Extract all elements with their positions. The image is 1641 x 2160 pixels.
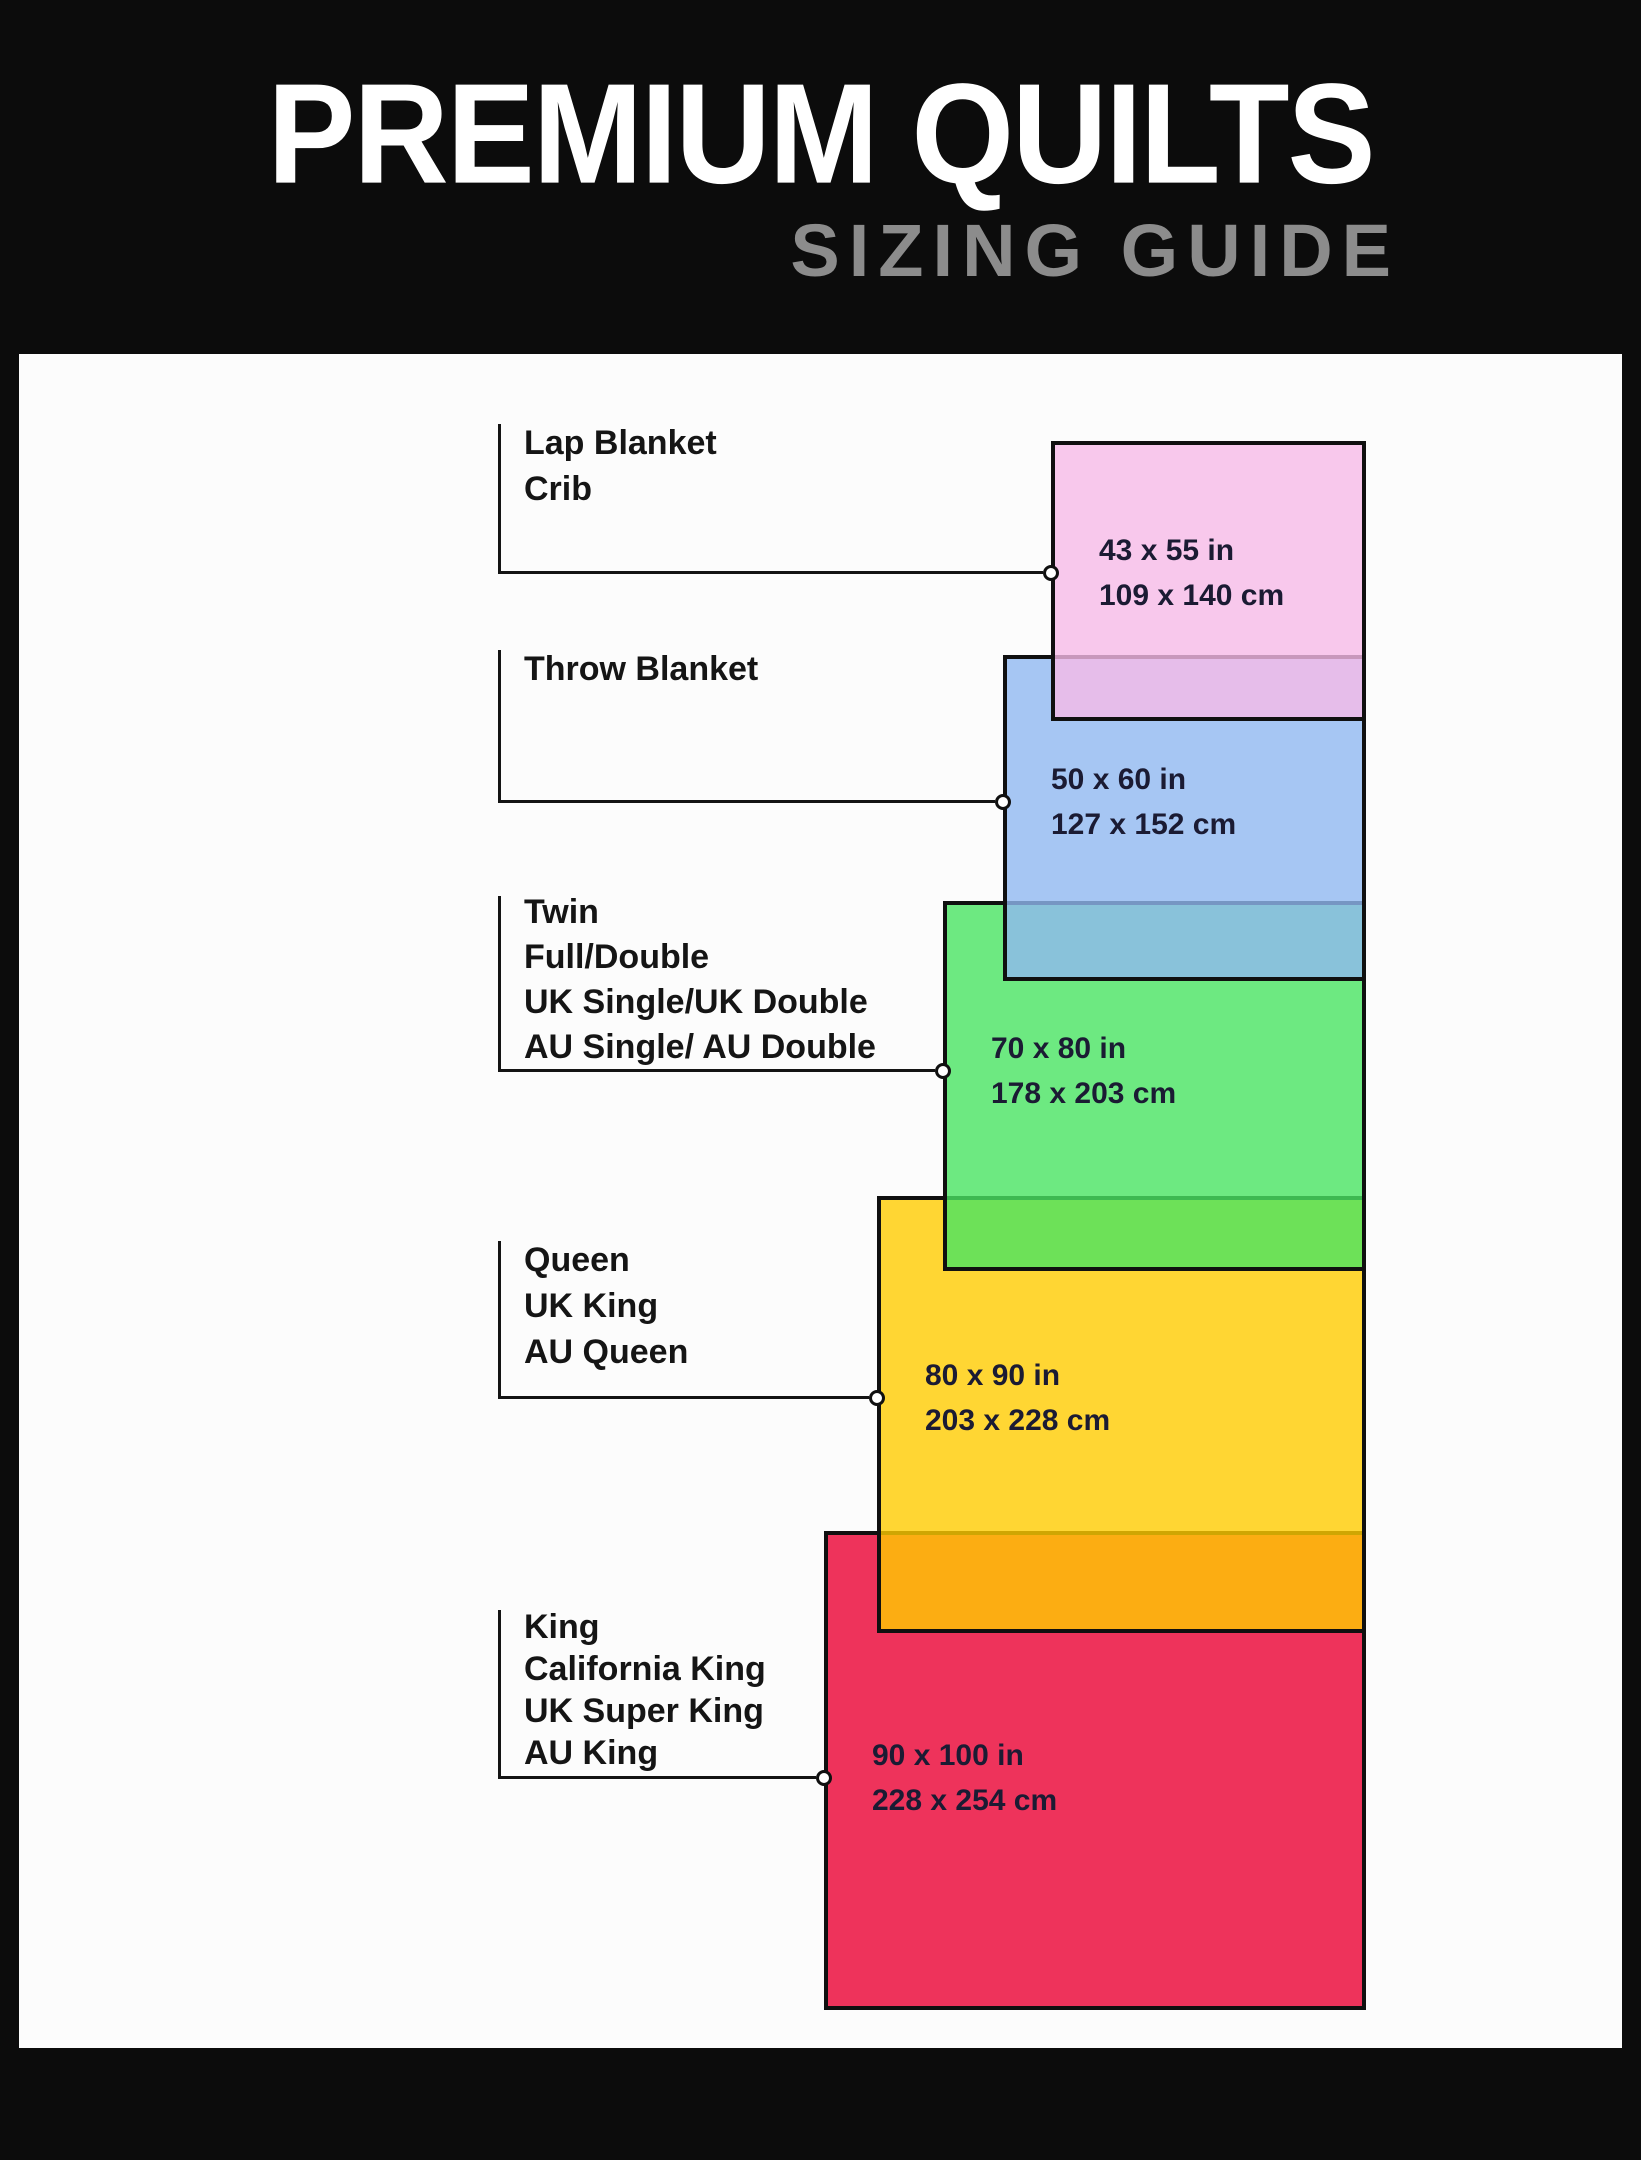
size-rect-lap-blanket: [1051, 441, 1366, 721]
marker-dot-king: [816, 1770, 832, 1786]
label-twin: Twin Full/Double UK Single/UK Double AU …: [524, 890, 876, 1070]
marker-dot-queen: [869, 1390, 885, 1406]
size-inches: 50 x 60 in: [1051, 763, 1187, 796]
page-subtitle: SIZING GUIDE: [790, 209, 1400, 292]
size-inches: 80 x 90 in: [925, 1359, 1061, 1392]
label-line: AU Queen: [524, 1333, 689, 1371]
size-text-throw-blanket: 50 x 60 in 127 x 152 cm: [1051, 757, 1236, 847]
size-text-twin: 70 x 80 in 178 x 203 cm: [991, 1026, 1176, 1116]
content-panel: [19, 354, 1622, 2048]
size-text-lap-blanket: 43 x 55 in 109 x 140 cm: [1099, 528, 1284, 618]
label-line: Twin: [524, 893, 599, 931]
size-cm: 109 x 140 cm: [1099, 579, 1285, 612]
size-cm: 203 x 228 cm: [925, 1404, 1111, 1437]
size-inches: 70 x 80 in: [991, 1032, 1127, 1065]
connector-vline-throw-blanket: [498, 650, 501, 803]
label-queen: Queen UK King AU Queen: [524, 1237, 688, 1375]
label-line: Full/Double: [524, 938, 710, 976]
marker-dot-lap-blanket: [1043, 565, 1059, 581]
label-line: UK King: [524, 1287, 659, 1325]
label-line: UK Single/UK Double: [524, 983, 868, 1021]
label-king: King California King UK Super King AU Ki…: [524, 1606, 766, 1774]
connector-hline-queen: [498, 1396, 869, 1399]
label-line: UK Super King: [524, 1692, 764, 1730]
size-inches: 90 x 100 in: [872, 1739, 1024, 1772]
label-line: AU Single/ AU Double: [524, 1028, 876, 1066]
label-throw-blanket: Throw Blanket: [524, 646, 758, 692]
connector-vline-twin: [498, 896, 501, 1072]
label-line: Lap Blanket: [524, 424, 717, 462]
size-cm: 127 x 152 cm: [1051, 808, 1237, 841]
connector-hline-king: [498, 1776, 816, 1779]
label-line: Throw Blanket: [524, 650, 759, 688]
connector-hline-twin: [498, 1069, 935, 1072]
connector-vline-king: [498, 1610, 501, 1779]
page-title: PREMIUM QUILTS: [267, 54, 1375, 213]
size-text-king: 90 x 100 in 228 x 254 cm: [872, 1733, 1057, 1823]
label-lap-blanket: Lap Blanket Crib: [524, 420, 717, 512]
connector-hline-throw-blanket: [498, 800, 995, 803]
label-line: Crib: [524, 470, 592, 508]
connector-vline-lap-blanket: [498, 424, 501, 574]
connector-hline-lap-blanket: [498, 571, 1043, 574]
marker-dot-throw-blanket: [995, 794, 1011, 810]
label-line: AU King: [524, 1734, 659, 1772]
size-text-queen: 80 x 90 in 203 x 228 cm: [925, 1353, 1110, 1443]
label-line: King: [524, 1608, 600, 1646]
label-line: Queen: [524, 1241, 630, 1279]
size-cm: 178 x 203 cm: [991, 1077, 1177, 1110]
label-line: California King: [524, 1650, 766, 1688]
connector-vline-queen: [498, 1241, 501, 1399]
size-inches: 43 x 55 in: [1099, 534, 1235, 567]
marker-dot-twin: [935, 1063, 951, 1079]
size-cm: 228 x 254 cm: [872, 1784, 1058, 1817]
